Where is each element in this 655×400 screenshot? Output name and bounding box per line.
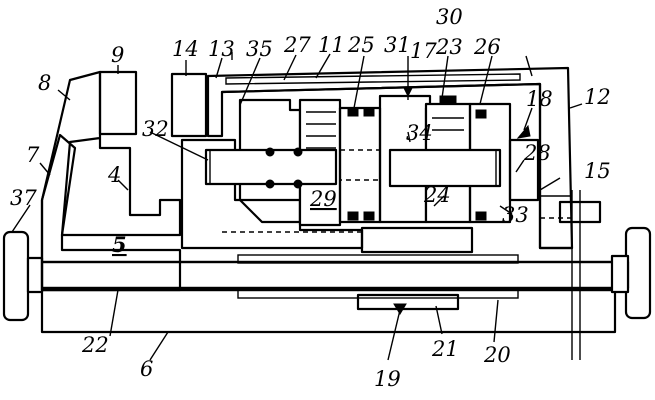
arrow-18 — [516, 124, 531, 139]
label-6: 6 — [140, 357, 153, 381]
label-22: 22 — [81, 333, 109, 357]
label-13: 13 — [208, 37, 235, 61]
label-17: 17 — [410, 39, 437, 63]
label-31: 31 — [384, 33, 411, 57]
screw-nut — [237, 254, 519, 311]
label-24: 24 — [423, 183, 451, 207]
label-19: 19 — [374, 367, 401, 391]
left-frame — [40, 70, 182, 292]
label-21: 21 — [431, 337, 459, 361]
label-33: 33 — [502, 203, 529, 227]
label-26: 26 — [473, 35, 501, 59]
label-20: 20 — [483, 343, 511, 367]
label-11: 11 — [318, 33, 345, 57]
label-27: 27 — [283, 33, 311, 57]
label-7: 7 — [26, 143, 40, 167]
clamp-block-14 — [170, 72, 208, 138]
label-30: 30 — [436, 5, 463, 29]
clamp-block-9 — [98, 70, 138, 136]
label-37: 37 — [10, 186, 37, 210]
label-29: 29 — [309, 187, 337, 211]
label-23: 23 — [435, 35, 463, 59]
arrow-17 — [403, 87, 413, 98]
piston-rod — [204, 147, 502, 189]
lead-screw — [36, 260, 630, 290]
leader-lines — [11, 52, 583, 361]
label-18: 18 — [526, 87, 553, 111]
arrow-19 — [393, 303, 407, 315]
label-34: 34 — [406, 121, 433, 145]
label-4: 4 — [107, 163, 121, 187]
label-15: 15 — [584, 159, 611, 183]
base-housing — [40, 288, 617, 334]
label-32: 32 — [142, 117, 169, 141]
label-14: 14 — [172, 37, 199, 61]
label-8: 8 — [38, 71, 51, 95]
cylinder-housing — [180, 66, 574, 254]
right-guide — [508, 138, 602, 360]
label-12: 12 — [584, 85, 611, 109]
label-9: 9 — [111, 43, 124, 67]
label-25: 25 — [347, 33, 375, 57]
right-knob — [610, 226, 652, 320]
label-28: 28 — [523, 141, 551, 165]
reference-labels: 9 8 7 4 37 5 14 13 35 27 11 25 31 17 30 … — [10, 5, 611, 391]
label-5: 5 — [112, 232, 127, 257]
left-knob — [2, 230, 44, 322]
label-35: 35 — [246, 37, 273, 61]
